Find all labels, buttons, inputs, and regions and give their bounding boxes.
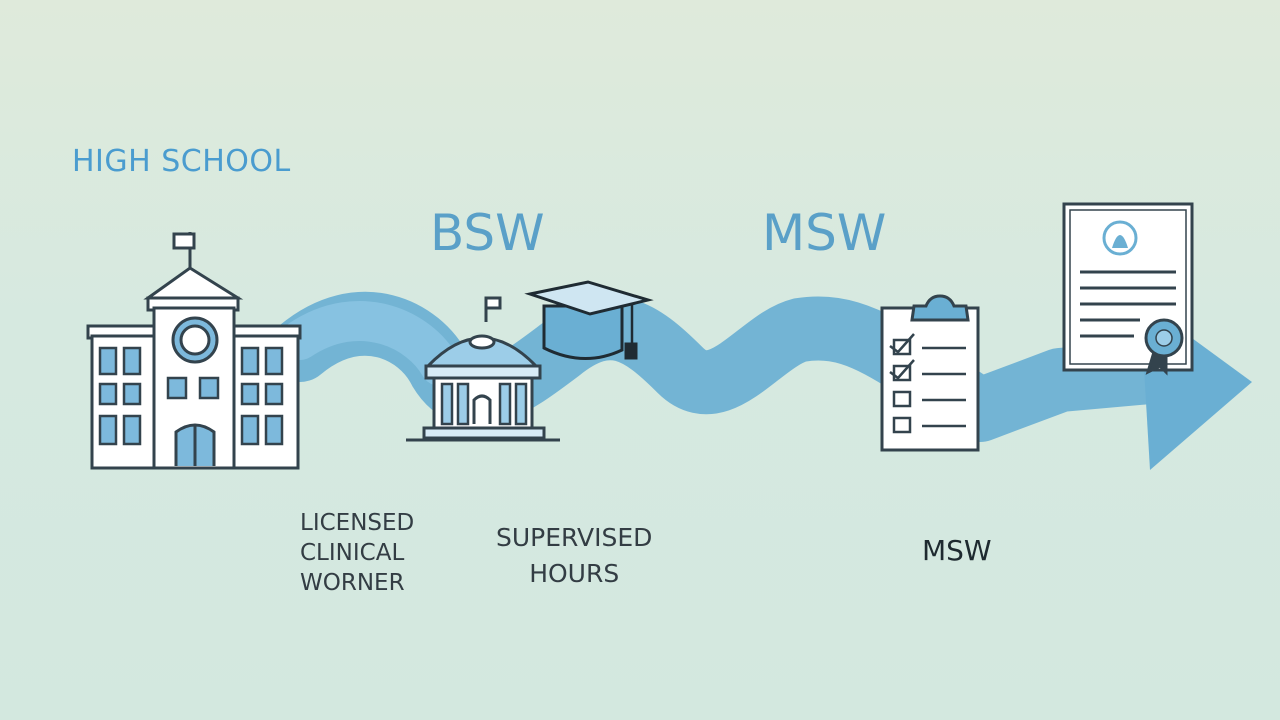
license-certificate-icon: [1062, 202, 1194, 376]
university-building-icon: [406, 296, 560, 442]
supervised-line-1: SUPERVISED: [496, 523, 653, 552]
high-school-label: HIGH SCHOOL: [72, 144, 291, 179]
licensed-line-2: CLINICAL: [300, 540, 405, 566]
checklist-clipboard-icon: [880, 294, 980, 452]
supervised-hours-label: SUPERVISED HOURS: [496, 520, 652, 592]
high-school-building-icon: [86, 232, 302, 470]
licensed-clinical-worker-label: LICENSED CLINICAL WORNER: [300, 508, 414, 598]
licensed-line-1: LICENSED: [300, 510, 415, 536]
bsw-label: BSW: [430, 204, 545, 262]
graduation-cap-icon: [524, 280, 654, 360]
pathway-highlight: [280, 301, 460, 386]
supervised-line-2: HOURS: [529, 559, 620, 588]
licensed-line-3: WORNER: [300, 570, 405, 596]
msw-label: MSW: [762, 204, 887, 262]
msw-bottom-label: MSW: [922, 534, 992, 567]
